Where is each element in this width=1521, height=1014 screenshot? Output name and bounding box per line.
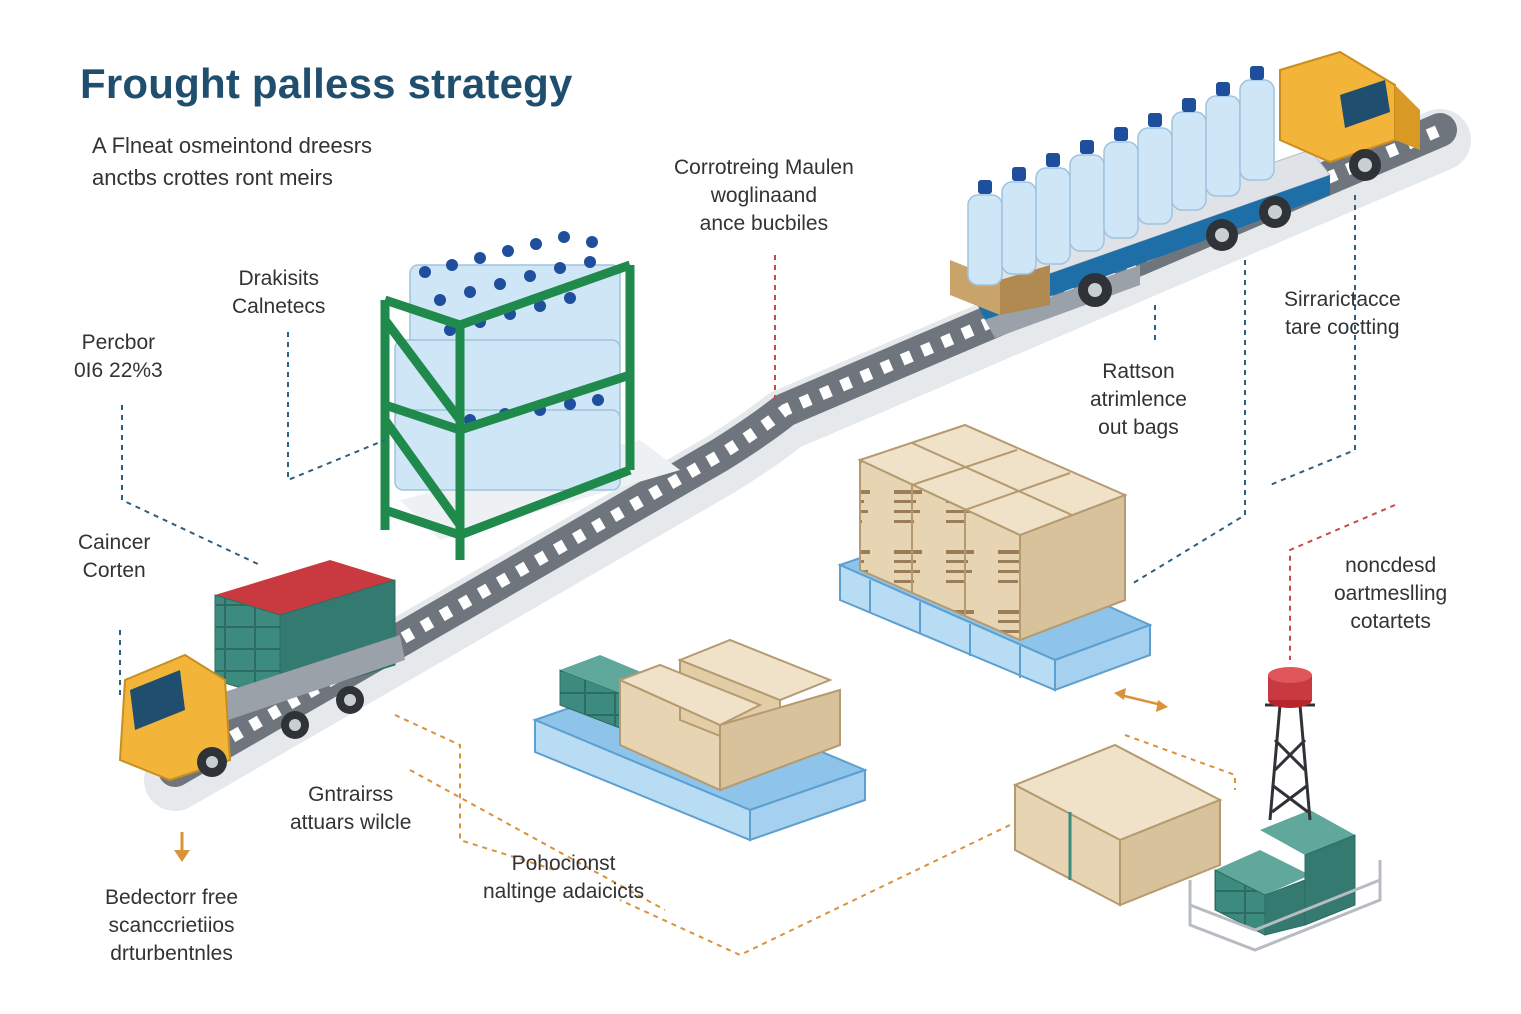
label-line: Drakisits — [238, 267, 319, 290]
boxed-pallet-center — [532, 638, 868, 842]
label-line: Caincer — [78, 531, 151, 554]
label-line: Gntrairss — [308, 783, 394, 806]
label-line: Bedectorr free — [105, 886, 239, 909]
label-line: attuars wilcle — [290, 811, 412, 834]
label-caincer: Caincer Corten — [78, 529, 150, 585]
label-line: Rattson — [1102, 360, 1175, 383]
label-perchor: Percbor 0I6 22%3 — [74, 329, 163, 385]
conveyor-track — [144, 109, 1471, 811]
label-line: ance bucbiles — [699, 212, 829, 235]
label-line: naltinge adaicicts — [483, 880, 645, 903]
label-line: tare coctting — [1285, 316, 1400, 339]
label-controlling: Corrotreing Maulen woglinaand ance bucbi… — [674, 154, 854, 238]
crate-truck — [118, 556, 405, 782]
label-pohocionst: Pohocionst naltinge adaicicts — [483, 850, 644, 906]
callout-lines — [119, 195, 1396, 957]
label-line: cotartets — [1350, 610, 1431, 633]
label-line: noncdesd — [1345, 554, 1437, 577]
label-line: drturbentnles — [110, 942, 233, 965]
label-line: Pohocionst — [511, 852, 616, 875]
bottle-truck — [950, 50, 1420, 338]
label-line: atrimlence — [1090, 388, 1187, 411]
label-line: scanccrietiios — [108, 914, 235, 937]
label-gntrairss: Gntrairss attuars wilcle — [290, 781, 411, 837]
label-line: woglinaand — [710, 184, 818, 207]
label-line: Calnetecs — [232, 295, 326, 318]
page-subtitle: A Flneat osmeintond dreesrs anctbs crott… — [92, 130, 372, 194]
tower-station — [1012, 667, 1382, 952]
label-sirractace: Sirrarictacce tare coctting — [1284, 286, 1401, 342]
label-line: 0I6 22%3 — [74, 359, 163, 382]
label-drakists: Drakisits Calnetecs — [232, 265, 325, 321]
label-line: Corten — [82, 559, 146, 582]
label-line: out bags — [1098, 416, 1179, 439]
label-noncodesd: noncdesd oartmeslling cotartets — [1334, 552, 1447, 636]
double-arrow-icon — [1114, 688, 1168, 712]
label-line: Corrotreing Maulen — [674, 156, 854, 179]
page-title: Frought palless strategy — [80, 60, 573, 107]
subtitle-line: A Flneat osmeintond dreesrs — [92, 133, 373, 158]
label-line: oartmeslling — [1334, 582, 1448, 605]
label-line: Sirrarictacce — [1284, 288, 1401, 311]
boxed-pallet-right — [837, 423, 1153, 692]
label-line: Percbor — [81, 331, 156, 354]
subtitle-line: anctbs crottes ront meirs — [92, 165, 333, 190]
label-rattson: Rattson atrimlence out bags — [1090, 358, 1187, 442]
bottle-rack — [380, 231, 680, 560]
label-bedector: Bedectorr free scanccrietiios drturbentn… — [105, 884, 238, 968]
down-arrow-icon — [174, 832, 190, 862]
